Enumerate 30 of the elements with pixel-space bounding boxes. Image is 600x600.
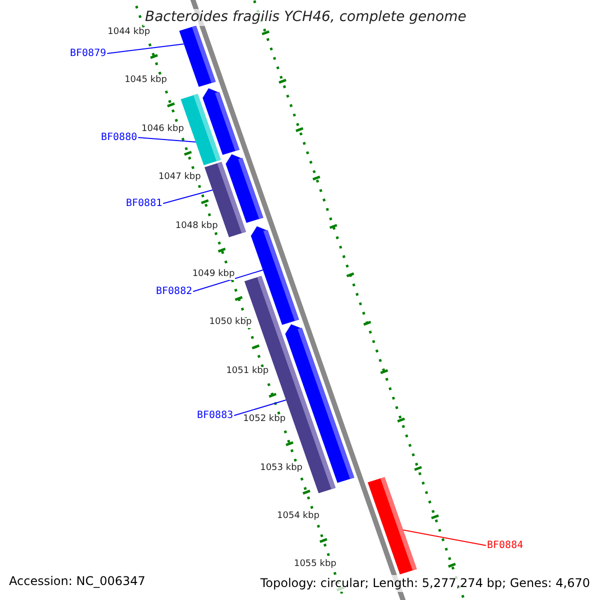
tick-label: 1047 kbp xyxy=(158,173,201,184)
leader-line xyxy=(138,137,196,142)
tick-label: 1054 kbp xyxy=(277,512,320,522)
leader-line xyxy=(106,44,184,54)
gene-label: BF0883 xyxy=(197,410,234,421)
tick-label: 1052 kbp xyxy=(243,415,286,426)
tick-label: 1050 kbp xyxy=(209,318,252,328)
gene-bar xyxy=(202,88,240,155)
tick-label: 1053 kbp xyxy=(260,464,302,474)
gene-bar xyxy=(179,26,216,87)
leader-line xyxy=(234,400,286,416)
leader-line xyxy=(402,530,486,546)
gene-bar xyxy=(285,324,354,483)
gene-bar xyxy=(368,477,417,574)
diagram-title: Bacteroides fragilis YCH46, complete genome xyxy=(143,9,468,26)
leader-line xyxy=(162,190,213,204)
accession-text: Accession: NC_006347 xyxy=(9,575,146,588)
tick-label: 1045 kbp xyxy=(124,76,167,86)
tick-label: 1055 kbp xyxy=(294,560,336,570)
gene-label: BF0880 xyxy=(101,132,138,143)
tick-label: 1046 kbp xyxy=(142,124,184,135)
tick-label: 1051 kbp xyxy=(226,366,269,377)
gene-label: BF0884 xyxy=(487,540,524,551)
gene-label: BF0882 xyxy=(156,286,192,297)
gene-label: BF0881 xyxy=(126,198,162,209)
tick-label: 1049 kbp xyxy=(192,270,235,280)
leader-line xyxy=(192,270,264,292)
tick-label: 1048 kbp xyxy=(175,222,218,232)
gene-label: BF0879 xyxy=(70,48,106,59)
tick-label: 1044 kbp xyxy=(108,28,150,38)
